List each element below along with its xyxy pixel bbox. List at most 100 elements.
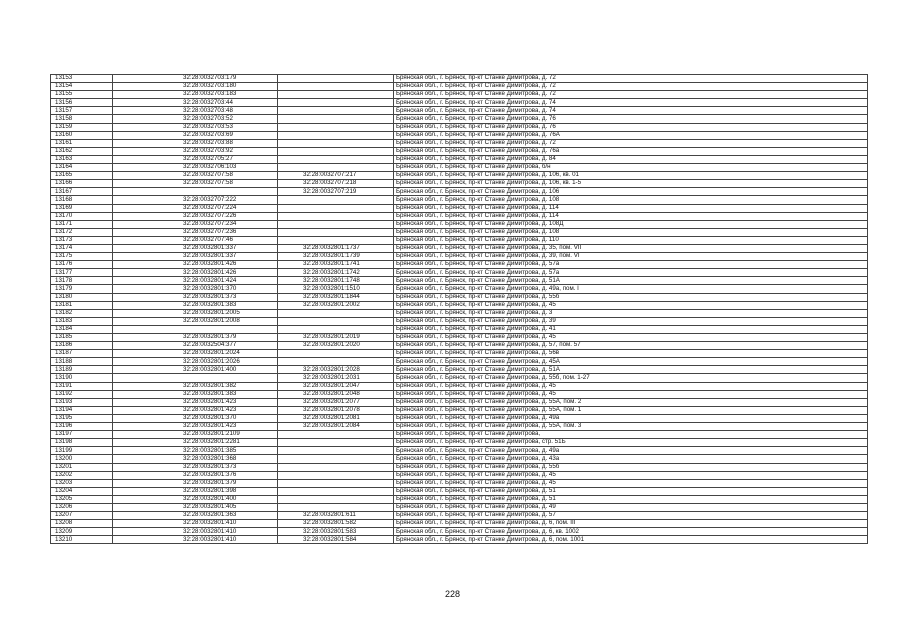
address-cell: Брянская обл., г. Брянск, пр-кт Станке Д… <box>393 430 868 440</box>
row-number-cell: 13177 <box>50 268 113 278</box>
row-number-cell: 13198 <box>50 438 113 448</box>
room-cadastral-number-cell <box>277 114 394 124</box>
row-number-cell: 13156 <box>50 98 113 108</box>
cadastral-number-cell: 32:28:0032703:88 <box>112 138 278 148</box>
cadastral-number-cell: 32:28:0032703:92 <box>112 146 278 156</box>
address-cell: Брянская обл., г. Брянск, пр-кт Станке Д… <box>393 365 868 375</box>
room-cadastral-number-cell: 32:28:0032801:2019 <box>277 332 394 343</box>
row-number-cell: 13167 <box>50 187 113 197</box>
room-cadastral-number-cell <box>277 227 394 237</box>
room-cadastral-number-cell <box>277 308 394 318</box>
room-cadastral-number-cell <box>277 211 394 221</box>
row-number-cell: 13153 <box>50 73 113 84</box>
row-number-cell: 13180 <box>50 292 113 302</box>
room-cadastral-number-cell: 32:28:0032801:2081 <box>277 413 394 424</box>
cadastral-number-cell: 32:28:0032801:376 <box>112 470 278 480</box>
address-cell: Брянская обл., г. Брянск, пр-кт Станке Д… <box>393 187 868 197</box>
address-cell: Брянская обл., г. Брянск, пр-кт Станке Д… <box>393 98 868 108</box>
address-cell: Брянская обл., г. Брянск, пр-кт Станке Д… <box>393 138 868 148</box>
room-cadastral-number-cell: 32:28:0032801:1844 <box>277 292 394 302</box>
room-cadastral-number-cell <box>277 446 394 456</box>
cadastral-number-cell: 32:28:0032801:368 <box>112 454 278 464</box>
row-number-cell: 13164 <box>50 163 113 173</box>
row-number-cell: 13209 <box>50 527 113 537</box>
room-cadastral-number-cell <box>277 90 394 100</box>
row-number-cell: 13159 <box>50 122 113 132</box>
room-cadastral-number-cell: 32:28:0032801:2084 <box>277 422 394 432</box>
room-cadastral-number-cell <box>277 219 394 229</box>
row-number-cell: 13160 <box>50 130 113 140</box>
cadastral-number-cell <box>112 373 278 383</box>
cadastral-number-cell: 32:28:0032801:2005 <box>112 308 278 318</box>
address-cell: Брянская обл., г. Брянск, пр-кт Станке Д… <box>393 438 868 448</box>
cadastral-number-cell: 32:28:0032801:400 <box>112 365 278 375</box>
cadastral-number-cell: 32:28:0032705:27 <box>112 154 278 165</box>
address-cell: Брянская обл., г. Брянск, пр-кт Станке Д… <box>393 284 868 294</box>
room-cadastral-number-cell <box>277 486 394 496</box>
room-cadastral-number-cell: 32:28:0032801:2002 <box>277 300 394 310</box>
address-cell: Брянская обл., г. Брянск, пр-кт Станке Д… <box>393 494 868 504</box>
room-cadastral-number-cell: 32:28:0032707:218 <box>277 179 394 189</box>
cadastral-number-cell: 32:28:0032801:2024 <box>112 349 278 359</box>
cadastral-number-cell: 32:28:0032801:410 <box>112 519 278 529</box>
room-cadastral-number-cell <box>277 235 394 245</box>
row-number-cell: 13179 <box>50 284 113 294</box>
address-cell: Брянская обл., г. Брянск, пр-кт Станке Д… <box>393 446 868 456</box>
address-cell: Брянская обл., г. Брянск, пр-кт Станке Д… <box>393 486 868 496</box>
cadastral-number-cell: 32:28:0032703:52 <box>112 114 278 124</box>
room-cadastral-number-cell <box>277 502 394 513</box>
page-number: 228 <box>444 589 461 599</box>
row-number-cell: 13192 <box>50 389 113 399</box>
address-cell: Брянская обл., г. Брянск, пр-кт Станке Д… <box>393 349 868 359</box>
row-number-cell: 13173 <box>50 235 113 245</box>
cadastral-number-cell: 32:28:0032801:2281 <box>112 438 278 448</box>
cadastral-number-cell: 32:28:0032707:234 <box>112 219 278 229</box>
row-number-cell: 13205 <box>50 494 113 504</box>
row-number-cell: 13185 <box>50 332 113 343</box>
address-cell: Брянская обл., г. Брянск, пр-кт Станке Д… <box>393 203 868 213</box>
row-number-cell: 13193 <box>50 397 113 407</box>
cadastral-number-cell: 32:28:0032801:2008 <box>112 316 278 326</box>
cadastral-number-cell: 32:28:0032703:48 <box>112 106 278 116</box>
room-cadastral-number-cell: 32:28:0032801:1510 <box>277 284 394 294</box>
address-cell: Брянская обл., г. Брянск, пр-кт Станке Д… <box>393 316 868 326</box>
address-cell: Брянская обл., г. Брянск, пр-кт Станке Д… <box>393 211 868 221</box>
cadastral-number-cell: 32:28:0032801:370 <box>112 413 278 424</box>
address-cell: Брянская обл., г. Брянск, пр-кт Станке Д… <box>393 332 868 343</box>
address-cell: Брянская обл., г. Брянск, пр-кт Станке Д… <box>393 405 868 415</box>
cadastral-number-cell: 32:28:0032801:426 <box>112 260 278 270</box>
cadastral-number-cell: 32:28:0032703:69 <box>112 130 278 140</box>
cadastral-number-cell: 32:28:0032801:373 <box>112 292 278 302</box>
cadastral-number-cell: 32:28:0032703:180 <box>112 82 278 92</box>
cadastral-number-cell <box>112 187 278 197</box>
room-cadastral-number-cell <box>277 454 394 464</box>
cadastral-number-cell: 32:28:0032801:405 <box>112 502 278 513</box>
address-cell: Брянская обл., г. Брянск, пр-кт Станке Д… <box>393 179 868 189</box>
row-number-cell: 13170 <box>50 211 113 221</box>
room-cadastral-number-cell: 32:28:0032801:1748 <box>277 276 394 286</box>
